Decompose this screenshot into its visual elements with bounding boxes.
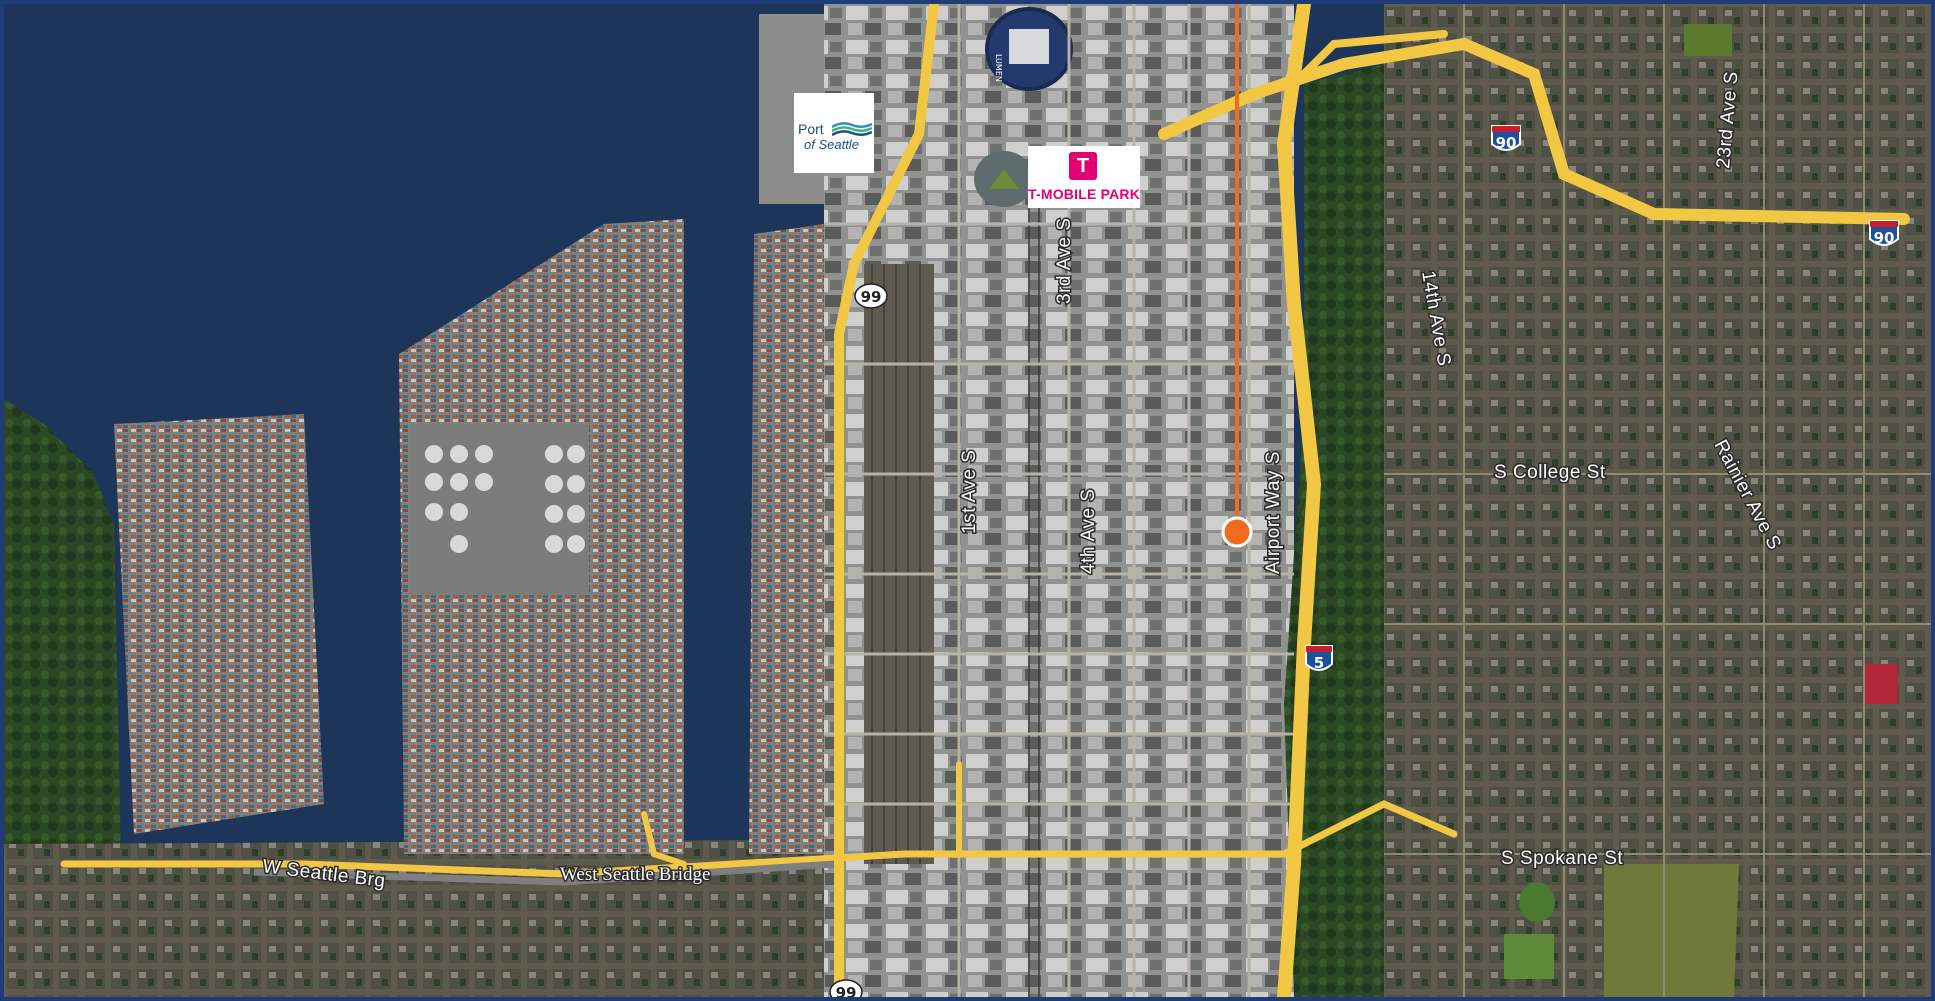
west-seattle-bridge-deck [253, 860, 835, 886]
residential-streets [1384, 4, 1931, 997]
t-mobile-park-logo: T T-MOBILE PARK [1028, 146, 1140, 208]
svg-text:90: 90 [1874, 229, 1895, 247]
lumen-field-pitch [1009, 29, 1049, 64]
svg-text:90: 90 [1496, 134, 1517, 152]
label-1st-ave-s: 1st Ave S [959, 450, 980, 534]
sr99-shield-south: 99 [829, 979, 863, 997]
i90-shield-right: 90 [1869, 220, 1899, 247]
label-s-spokane-st: S Spokane St [1501, 848, 1623, 869]
baseball-diamond [989, 169, 1019, 189]
svg-text:5: 5 [1314, 654, 1324, 672]
label-3rd-ave-s: 3rd Ave S [1054, 217, 1075, 304]
label-4th-ave-s: 4th Ave S [1078, 489, 1099, 575]
rail-yard [864, 264, 934, 864]
port-logo-line2: of Seattle [804, 137, 859, 152]
label-airport-way-s: Airport Way S [1263, 451, 1284, 574]
i5-shield: 5 [1305, 645, 1333, 672]
beacon-hill-residential [1384, 4, 1931, 997]
t-mobile-mark-icon: T [1069, 152, 1097, 180]
label-s-college-st: S College St [1494, 462, 1606, 483]
rail-tracks [871, 204, 1040, 997]
east-waterway-terminal [749, 224, 824, 854]
i90-shield-top: 90 [1491, 125, 1521, 152]
sr99-shield-north: 99 [854, 283, 888, 309]
port-of-seattle-logo: Port of Seattle [794, 93, 874, 173]
label-west-seattle-bridge: West Seattle Bridge [560, 864, 710, 885]
port-wave-icon [832, 122, 872, 137]
port-logo-line1: Port [798, 121, 824, 137]
ball-field [1519, 882, 1555, 922]
jefferson-park [1604, 864, 1739, 997]
property-location-marker[interactable] [1221, 4, 1253, 548]
map-canvas: LUMEN 3rd Ave S 1st Ave S 4th Ave S Airp… [4, 4, 1931, 997]
svg-text:99: 99 [861, 288, 882, 306]
t-mobile-park-name: T-MOBILE PARK [1028, 186, 1141, 202]
highways [60, 4, 1910, 997]
track-field [1864, 664, 1898, 704]
park-field [1684, 24, 1732, 56]
svg-text:99: 99 [836, 984, 857, 997]
stadium-text: LUMEN [994, 54, 1003, 82]
container-terminal-west [114, 414, 324, 834]
sports-field [1504, 934, 1554, 979]
tank-farm [409, 424, 589, 594]
